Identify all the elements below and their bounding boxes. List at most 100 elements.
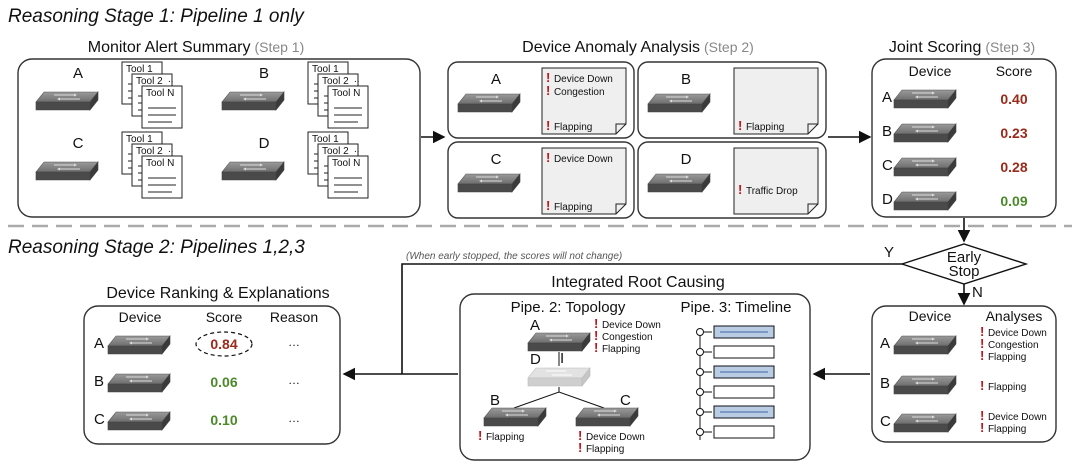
- topo-c-note-text: Flapping: [586, 444, 624, 455]
- document-fold: [615, 123, 626, 134]
- analyses-A-note-text: Congestion: [988, 340, 1039, 351]
- topo-a-note-2: ! Flapping: [594, 340, 640, 355]
- alert-icon: !: [980, 324, 988, 339]
- monitor-device-label: D: [259, 135, 270, 152]
- joint-row-score: 0.28: [1000, 159, 1027, 175]
- network-switch-icon: [457, 93, 521, 113]
- analyses-C-note-text: Device Down: [988, 412, 1047, 423]
- topo-a-note-0: ! Device Down: [594, 316, 661, 331]
- anomaly-D-note-text: Traffic Drop: [746, 186, 798, 197]
- document-icon: [541, 67, 627, 135]
- arrow-earlystop-yes-path: [401, 263, 902, 374]
- anomaly-D-note-0: ! Traffic Drop: [738, 182, 798, 197]
- topo-switch-a: [527, 332, 591, 352]
- anomaly-A-note-0: ! Device Down: [546, 70, 613, 85]
- topo-b-note-text: Flapping: [486, 432, 524, 443]
- anomaly-device-label: B: [681, 71, 691, 88]
- alert-icon: !: [478, 428, 486, 443]
- alert-icon: !: [546, 70, 554, 85]
- alert-icon: !: [738, 182, 746, 197]
- document-icon: Tool 1: [121, 61, 163, 105]
- document-icon: [733, 147, 819, 215]
- joint-row-score: 0.09: [1000, 193, 1027, 209]
- monitor-device-label: B: [259, 65, 269, 82]
- topo-c-note-0: ! Device Down: [578, 428, 645, 443]
- joint-heading: Joint Scoring(Step 3): [889, 39, 1035, 56]
- joint-col-device: Device: [909, 63, 952, 79]
- topo-c-note-1: ! Flapping: [578, 440, 624, 455]
- ranking-row-score: 0.10: [210, 412, 237, 428]
- alert-icon: !: [980, 420, 988, 435]
- ranking-col-score: Score: [206, 309, 243, 325]
- timeline-node: [696, 408, 704, 416]
- timeline-node: [696, 428, 704, 436]
- alert-icon: !: [546, 83, 554, 98]
- alert-icon: !: [546, 118, 554, 133]
- anomaly-B-note-text: Flapping: [746, 122, 784, 133]
- analyses-row-device: B: [880, 375, 890, 392]
- document-fold: [807, 203, 818, 214]
- topo-label-d: D: [530, 351, 541, 368]
- document-icon: Tool N: [141, 155, 183, 199]
- ranking-row-reason: …: [288, 335, 300, 349]
- network-switch-icon: [647, 173, 711, 193]
- ranking-row-device: B: [94, 373, 104, 390]
- document-icon: Tool N: [327, 85, 369, 129]
- analyses-A-note-1: ! Congestion: [980, 336, 1039, 351]
- network-switch-icon: [35, 161, 99, 181]
- topo-c-note-text: Device Down: [586, 432, 645, 443]
- joint-row-score: 0.40: [1000, 91, 1027, 107]
- document-icon: Tool 2: [317, 73, 359, 117]
- topo-link-label: I: [560, 350, 564, 367]
- tool-ellipsis: ..: [354, 74, 360, 85]
- document-fold: [615, 203, 626, 214]
- topo-a-note-text: Flapping: [602, 344, 640, 355]
- analyses-C-note-1: ! Flapping: [980, 420, 1026, 435]
- timeline-node: [696, 368, 704, 376]
- tool-label: Tool 1: [126, 134, 153, 145]
- network-switch-icon: [893, 89, 957, 109]
- monitor-device-label: A: [73, 65, 83, 82]
- alert-icon: !: [578, 428, 586, 443]
- topo-b-note-0: ! Flapping: [478, 428, 524, 443]
- analyses-B-note-0: ! Flapping: [980, 378, 1026, 393]
- document-icon: Tool N: [141, 85, 183, 129]
- early-stop-no: N: [972, 284, 983, 301]
- timeline-event: [713, 425, 775, 439]
- analyses-B-note-text: Flapping: [988, 382, 1026, 393]
- anomaly-device-label: D: [681, 151, 692, 168]
- analyses-A-note-text: Flapping: [988, 352, 1026, 363]
- document-fold: [807, 123, 818, 134]
- network-switch-icon: [893, 335, 957, 355]
- analyses-A-note-0: ! Device Down: [980, 324, 1047, 339]
- tool-label: Tool 1: [312, 64, 339, 75]
- document-icon: Tool 2: [131, 143, 173, 187]
- tool-label: Tool 1: [312, 134, 339, 145]
- ranking-row-score: 0.06: [210, 374, 237, 390]
- early-stop-yes: Y: [884, 244, 894, 261]
- anomaly-A-note-text: Congestion: [554, 87, 605, 98]
- anomaly-device-label: C: [491, 151, 502, 168]
- tool-label: Tool N: [332, 88, 360, 99]
- topo-a-note-text: Device Down: [602, 320, 661, 331]
- document-icon: Tool 1: [307, 131, 349, 175]
- document-icon: Tool 1: [121, 131, 163, 175]
- joint-row-score: 0.23: [1000, 125, 1027, 141]
- topology-title: Pipe. 2: Topology: [511, 299, 626, 316]
- alert-icon: !: [594, 316, 602, 331]
- alert-icon: !: [594, 328, 602, 343]
- analyses-col-device: Device: [909, 308, 952, 324]
- network-switch-icon: [893, 375, 957, 395]
- joint-row-device: D: [882, 191, 893, 208]
- anomaly-device-label: A: [491, 71, 501, 88]
- stage1-title: Reasoning Stage 1: Pipeline 1 only: [8, 6, 305, 27]
- anomaly-A-note-text: Device Down: [554, 74, 613, 85]
- ranking-row-reason: …: [288, 373, 300, 387]
- tool-label: Tool N: [146, 158, 174, 169]
- topo-a-note-1: ! Congestion: [594, 328, 653, 343]
- analyses-A-note-2: ! Flapping: [980, 348, 1026, 363]
- ranking-row-device: A: [94, 335, 104, 352]
- joint-row-device: C: [882, 157, 893, 174]
- network-switch-icon: [221, 91, 285, 111]
- anomaly-A-note-1: ! Congestion: [546, 83, 605, 98]
